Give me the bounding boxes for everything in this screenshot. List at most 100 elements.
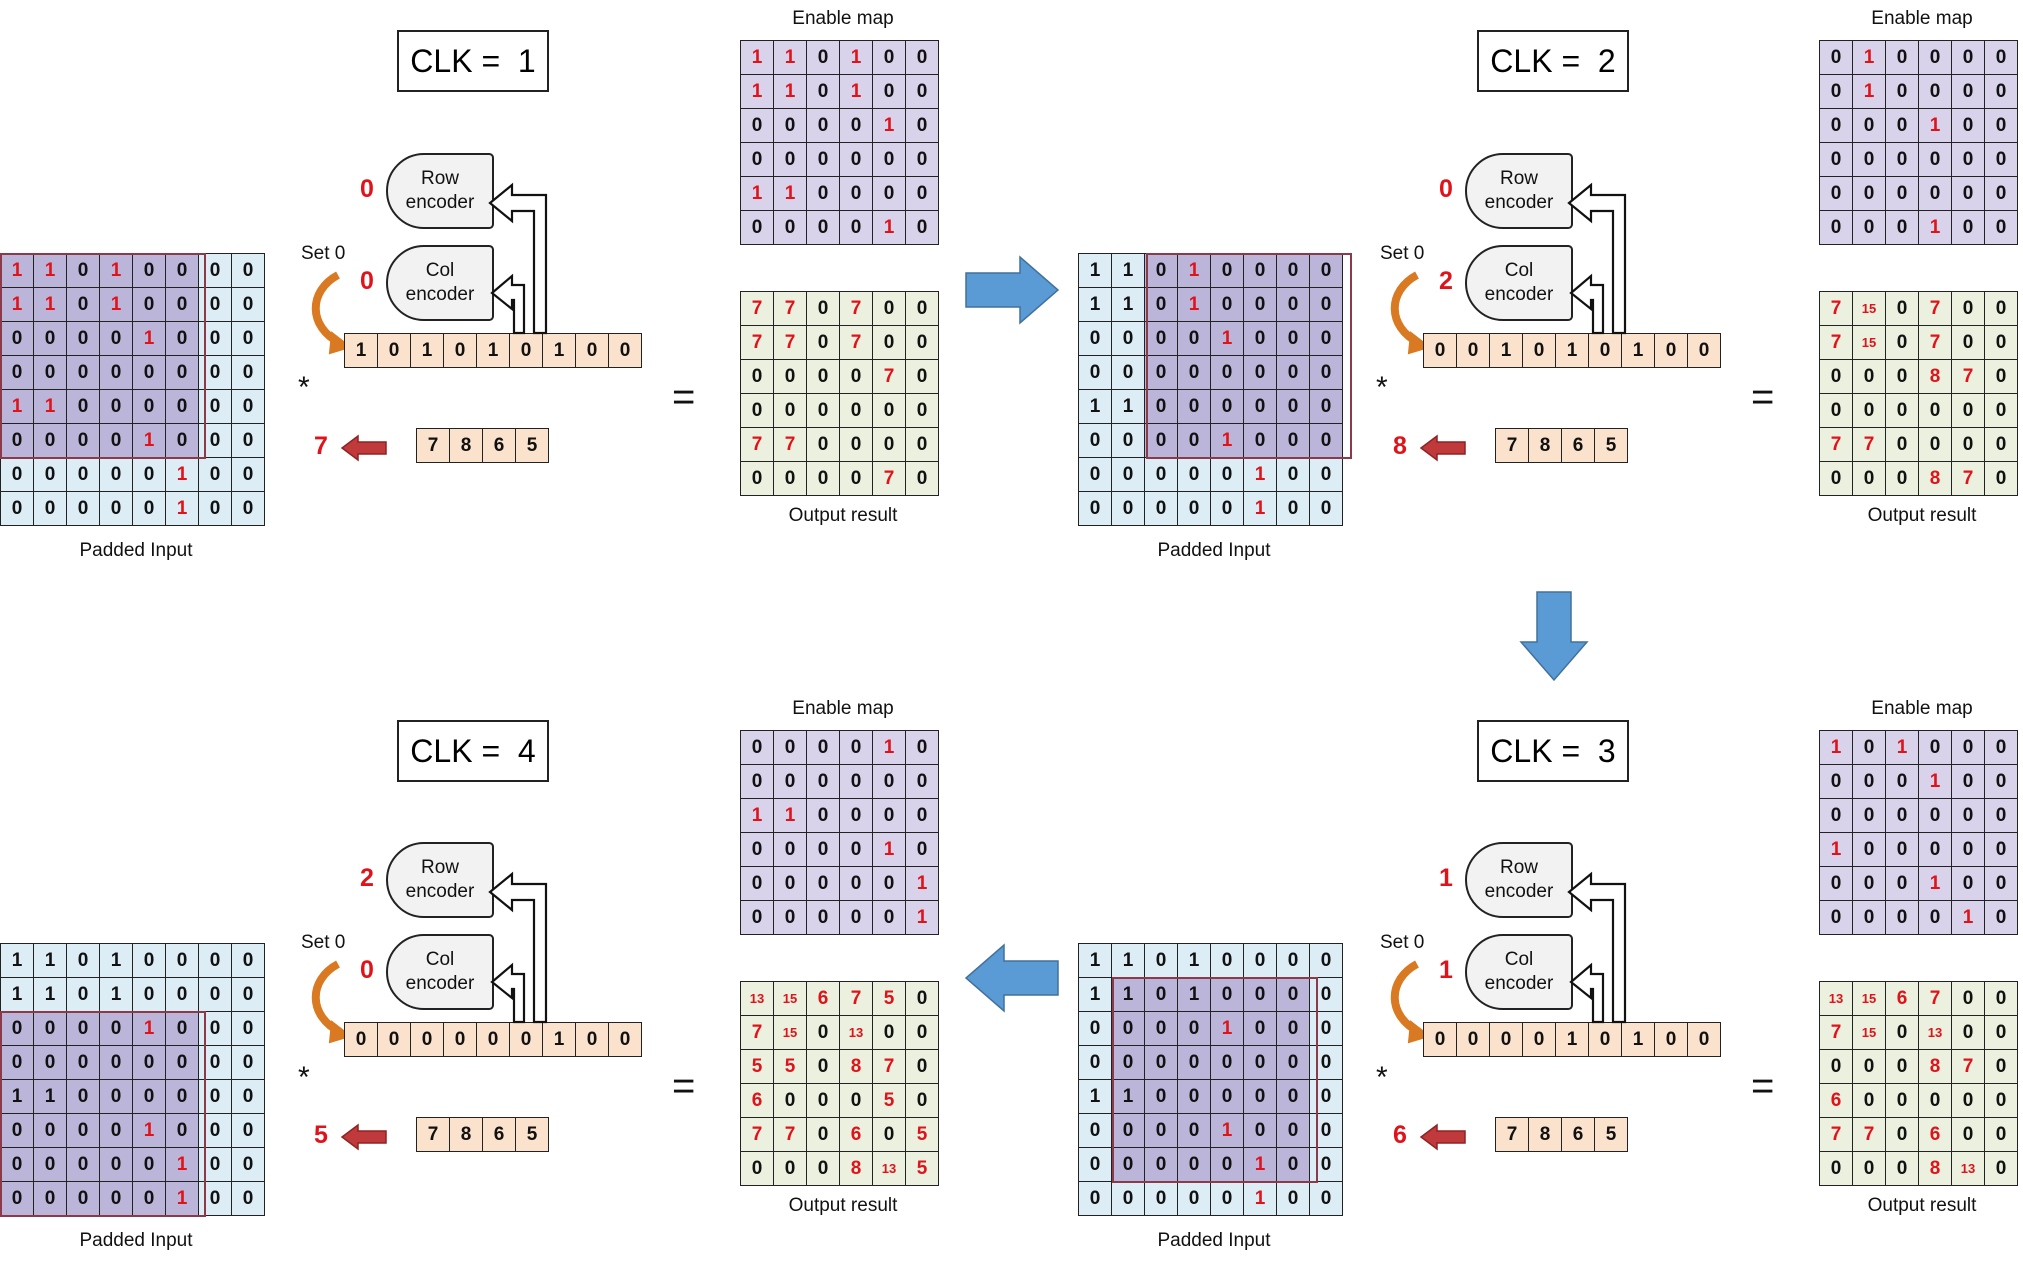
padded-input-grid-cell: 1: [1078, 253, 1112, 288]
enable-map-grid-cell: 0: [1918, 74, 1952, 109]
enable-map-grid-cell: 0: [1852, 142, 1886, 177]
padded-input-grid-cell: 0: [1243, 1011, 1277, 1046]
selected-weight-value: 7: [314, 432, 328, 460]
padded-input-grid-cell: 1: [33, 287, 67, 322]
padded-input-grid-cell: 0: [1309, 355, 1343, 390]
output-result-grid-cell: 7: [740, 325, 774, 360]
enable-map-grid-cell: 0: [1918, 142, 1952, 177]
enable-map-grid-cell: 0: [905, 832, 939, 867]
enable-map-grid-cell: 0: [1951, 832, 1985, 867]
padded-input-grid-cell: 0: [1309, 491, 1343, 526]
padded-input-grid-cell: 0: [231, 253, 265, 288]
enable-map-grid-cell: 0: [1819, 798, 1853, 833]
padded-input-grid-cell: 0: [1144, 1079, 1178, 1114]
padded-input-grid-cell: 0: [1309, 1147, 1343, 1182]
output-result-grid-cell: 0: [1951, 427, 1985, 462]
padded-input-grid-cell: 0: [231, 287, 265, 322]
col-feedback-arrow: [490, 273, 526, 335]
equals-sign: =: [672, 375, 696, 419]
output-result-grid-cell: 7: [740, 291, 774, 326]
enable-map-grid-cell: 1: [1885, 730, 1919, 765]
enable-map-grid-cell: 1: [839, 74, 873, 109]
padded-input-grid-cell: 0: [1078, 321, 1112, 356]
padded-input-grid-cell: 0: [99, 423, 133, 458]
padded-input-label: Padded Input: [79, 540, 193, 561]
padded-input-grid-cell: 0: [165, 389, 199, 424]
output-result-grid-cell: 7: [740, 1015, 774, 1050]
bit-buffer-cell: 0: [1588, 333, 1622, 368]
output-result-grid-cell: 5: [740, 1049, 774, 1084]
padded-input-grid-cell: 0: [1243, 389, 1277, 424]
convolution-star: *: [1376, 371, 1388, 404]
padded-input-grid-cell: 0: [132, 491, 166, 526]
enable-map-grid-cell: 1: [1951, 900, 1985, 935]
padded-input-grid-cell: 0: [66, 355, 100, 390]
padded-input-grid-cell: 1: [132, 1113, 166, 1148]
padded-input-grid-cell: 0: [1309, 457, 1343, 492]
enable-map-grid-cell: 0: [1951, 74, 1985, 109]
padded-input-grid-cell: 0: [231, 1113, 265, 1148]
padded-input-grid-cell: 0: [132, 389, 166, 424]
output-result-grid-cell: 0: [773, 1083, 807, 1118]
enable-map-grid-cell: 1: [773, 176, 807, 211]
row-encoder-label: Row: [420, 857, 459, 878]
output-result-label: Output result: [1867, 1195, 1977, 1216]
enable-map-grid-cell: 0: [740, 764, 774, 799]
bit-buffer-cell: 1: [410, 333, 444, 368]
clk-box: CLK = 2: [1477, 30, 1629, 92]
padded-input-grid-cell: 1: [33, 1079, 67, 1114]
padded-input-grid-cell: 1: [0, 389, 34, 424]
padded-input-grid-cell: 0: [1276, 943, 1310, 978]
padded-input-grid-cell: 0: [1078, 1045, 1112, 1080]
padded-input-grid-cell: 1: [132, 321, 166, 356]
weight-arrow-shape: [1419, 434, 1466, 462]
padded-input-grid-cell: 0: [198, 1181, 232, 1216]
enable-map-grid-cell: 0: [1819, 866, 1853, 901]
output-result-grid-cell: 7: [773, 427, 807, 462]
enable-map-grid-cell: 1: [1819, 832, 1853, 867]
weight-arrow-shape: [1419, 1123, 1466, 1151]
selected-weight-value: 6: [1393, 1121, 1407, 1149]
enable-map-grid-cell: 1: [872, 832, 906, 867]
row-encoder-value: 2: [360, 864, 374, 892]
output-result-grid-cell: 0: [1951, 1117, 1985, 1152]
enable-map-grid-cell: 0: [905, 798, 939, 833]
padded-input-grid-cell: 0: [1276, 1079, 1310, 1114]
output-result-grid-cell: 7: [1819, 1117, 1853, 1152]
padded-input-label: Padded Input: [79, 1230, 193, 1251]
enable-map-grid-cell: 0: [1885, 832, 1919, 867]
enable-map-grid-cell: 0: [806, 108, 840, 143]
output-result-grid-cell: 7: [1819, 291, 1853, 326]
weight-row-cell: 6: [482, 1117, 516, 1152]
equals-sign: =: [672, 1064, 696, 1108]
enable-map-grid-cell: 1: [740, 74, 774, 109]
padded-input-grid-cell: 0: [1276, 977, 1310, 1012]
enable-map-grid-cell: 0: [740, 900, 774, 935]
padded-input-grid-cell: 1: [1243, 457, 1277, 492]
output-result-grid-cell: 0: [773, 1151, 807, 1186]
padded-input-grid-cell: 0: [1177, 1045, 1211, 1080]
padded-input-grid-cell: 0: [1078, 1147, 1112, 1182]
col-feedback-arrow: [490, 962, 526, 1024]
bit-buffer-cell: 0: [1654, 1022, 1688, 1057]
col-encoder-label: Col: [1504, 949, 1534, 970]
enable-map-grid-cell: 0: [872, 40, 906, 75]
enable-map-grid-cell: 0: [1918, 832, 1952, 867]
output-result-grid-cell: 0: [1819, 461, 1853, 496]
padded-input-grid-cell: 0: [231, 457, 265, 492]
enable-map-grid-cell: 0: [806, 900, 840, 935]
enable-map-grid-cell: 0: [773, 730, 807, 765]
flow-arrow-left: [964, 943, 1059, 1013]
padded-input-grid-cell: 0: [0, 1181, 34, 1216]
padded-input-grid-cell: 0: [99, 1011, 133, 1046]
padded-input-grid-cell: 0: [132, 1147, 166, 1182]
output-result-grid-cell: 0: [1819, 393, 1853, 428]
output-result-grid-cell: 0: [1984, 359, 2018, 394]
weight-arrow: [1419, 434, 1466, 462]
enable-map-grid-cell: 1: [740, 798, 774, 833]
bit-buffer-cell: 0: [1588, 1022, 1622, 1057]
padded-input-grid-cell: 0: [198, 253, 232, 288]
enable-map-grid-cell: 0: [905, 40, 939, 75]
enable-map-grid-cell: 1: [1918, 108, 1952, 143]
